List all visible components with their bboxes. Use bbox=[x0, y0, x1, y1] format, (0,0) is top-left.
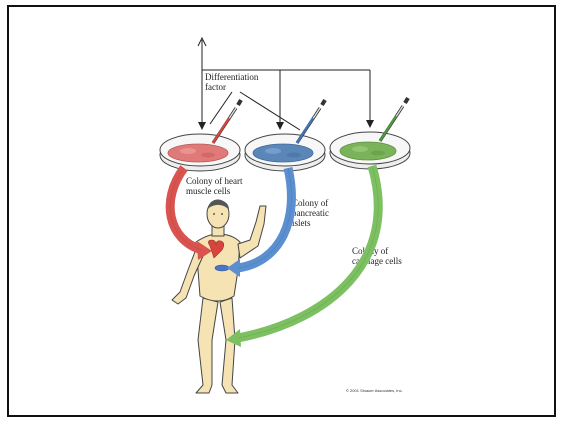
arrow-down-icon bbox=[198, 122, 206, 130]
pipette-icon bbox=[297, 100, 325, 143]
cartilage-colony bbox=[340, 142, 396, 160]
eye-icon bbox=[221, 213, 223, 215]
factor-diag-2 bbox=[240, 92, 300, 130]
pipette-icon bbox=[213, 100, 241, 143]
heart-label-line1: Colony of heart bbox=[186, 176, 243, 186]
pancreas-label-line2: pancreatic bbox=[292, 208, 329, 218]
heart-colony bbox=[168, 144, 228, 162]
arrow-down-icon bbox=[276, 122, 284, 130]
human-figure-icon bbox=[172, 200, 266, 393]
pancreas-organ-icon bbox=[215, 265, 229, 271]
factor-label-line1: Differentiation bbox=[205, 72, 259, 82]
leg-right bbox=[220, 298, 238, 393]
heart-label-line2: muscle cells bbox=[186, 186, 231, 196]
factor-label-line2: factor bbox=[205, 82, 226, 92]
petri-dish-cartilage bbox=[330, 132, 410, 169]
arm-right bbox=[238, 206, 266, 258]
arrow-down-icon bbox=[366, 120, 374, 128]
eye-icon bbox=[213, 213, 215, 215]
leg-left bbox=[196, 298, 218, 393]
copyright-text: © 2001 Sinauer Associates, Inc. bbox=[346, 388, 403, 393]
pipette-icon bbox=[380, 98, 408, 141]
petri-dish-pancreas bbox=[245, 134, 325, 171]
petri-dish-heart bbox=[160, 134, 240, 171]
pancreas-label-line1: Colony of bbox=[292, 198, 328, 208]
pancreas-label-line3: islets bbox=[292, 218, 311, 228]
pancreas-colony bbox=[253, 144, 313, 162]
